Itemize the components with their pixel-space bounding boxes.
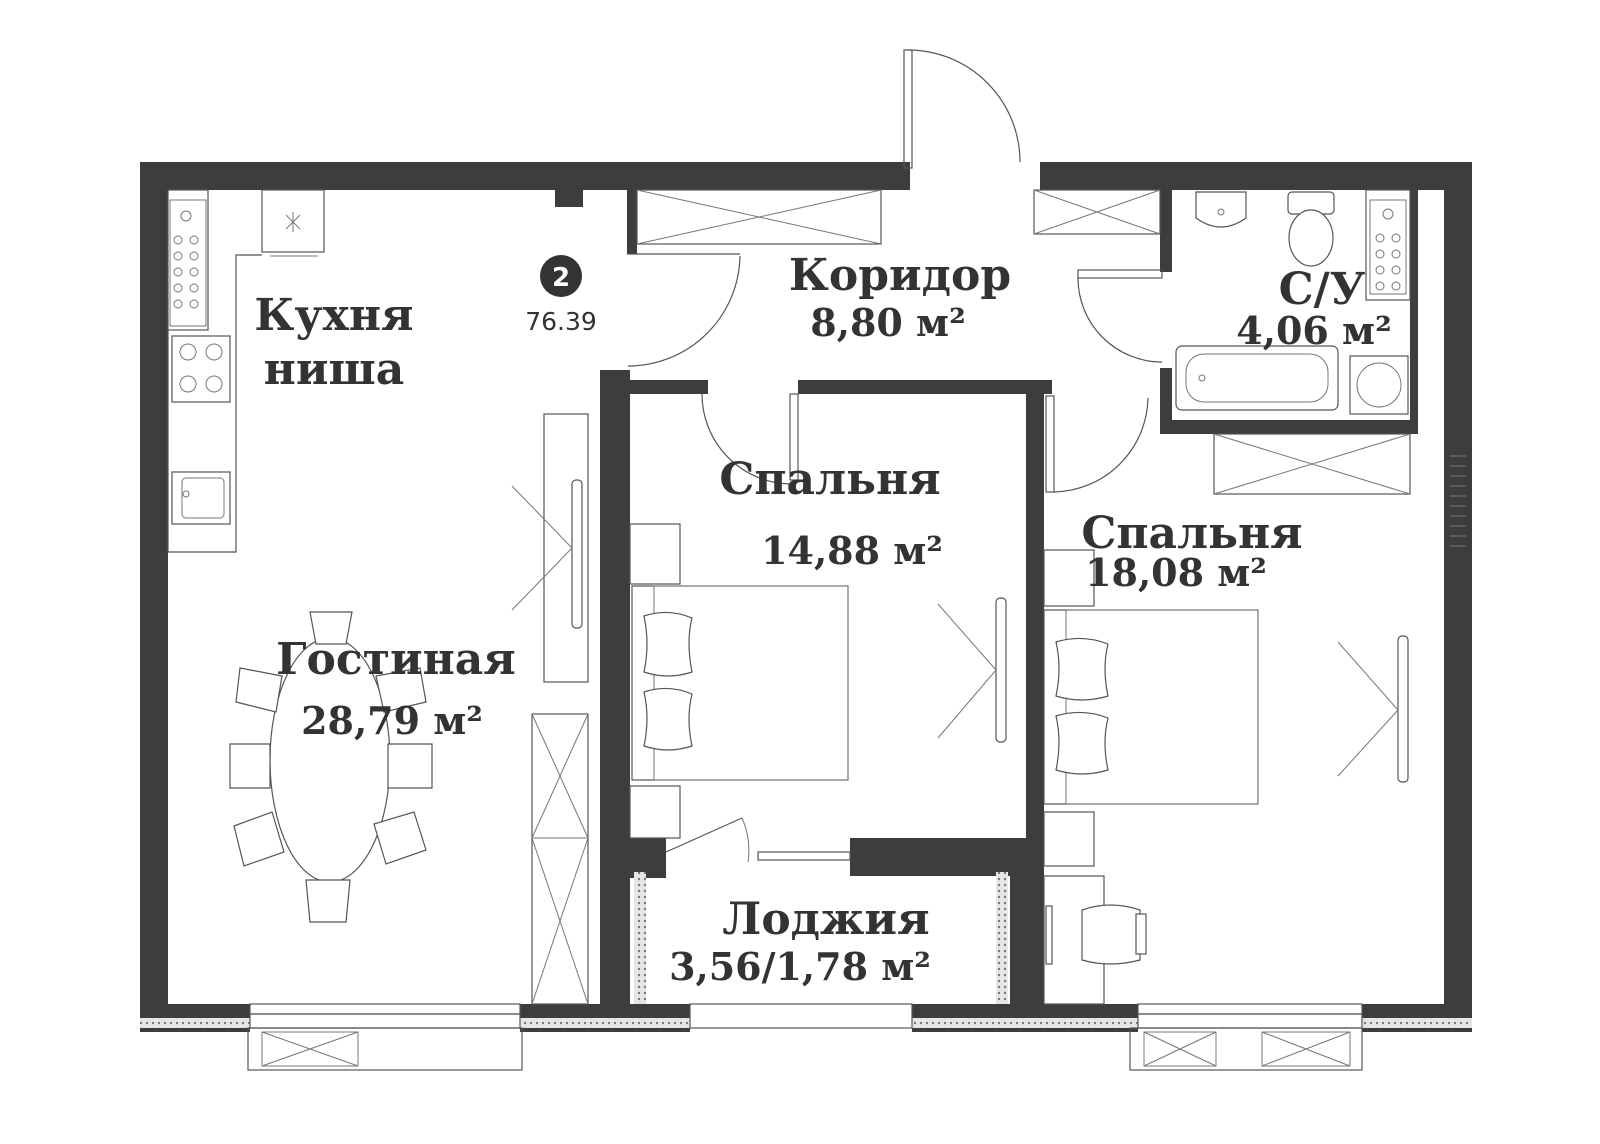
bedroom2-area: 18,08 м² [1085,550,1267,595]
windows [247,817,1363,1071]
bed-bedroom1 [629,523,1007,839]
corridor-name: Коридор [789,250,1011,301]
kitchen-furniture [167,189,325,553]
apartment-number: 2 [552,263,570,293]
bed-bedroom2 [1043,549,1409,867]
dining-set [229,611,433,923]
insulation-strips [140,872,1472,1028]
living-area: 28,79 м² [301,698,483,743]
wardrobes [531,189,1411,1005]
bedroom2-name: Спальня [1081,508,1302,559]
bathroom-name: С/У [1279,264,1366,315]
kitchen-name-line1: Кухня [254,290,413,341]
apartment-badge: 2 76.39 [525,255,597,336]
doors [627,49,1163,493]
corridor-area: 8,80 м² [810,300,965,345]
living-name: Гостиная [276,634,516,685]
bathroom-area: 4,06 м² [1236,308,1391,353]
exterior-hatch [1450,455,1466,547]
bedroom1-area: 14,88 м² [761,528,943,573]
apartment-total-area: 76.39 [525,307,597,336]
kitchen-name-line2: ниша [264,344,405,395]
desk-bedroom2 [1043,875,1147,1005]
bathroom-fixtures [1175,189,1411,415]
tv-unit-living [511,413,589,683]
radiator-left [169,199,207,327]
bedroom1-name: Спальня [719,454,940,505]
loggia-name: Лоджия [722,894,929,945]
loggia-area: 3,56/1,78 м² [669,944,931,989]
room-labels: Кухня ниша Коридор 8,80 м² С/У 4,06 м² С… [254,250,1391,989]
